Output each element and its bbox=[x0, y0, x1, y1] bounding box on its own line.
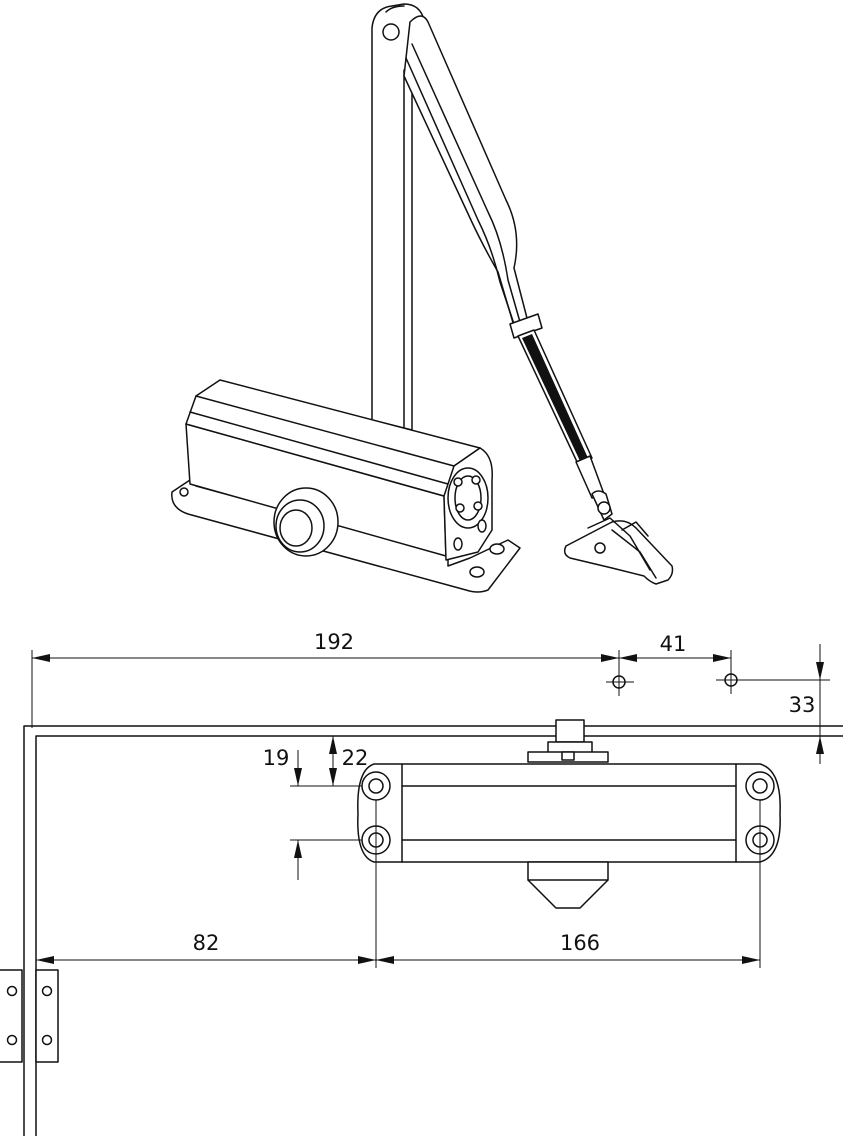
dimension-label-166: 166 bbox=[560, 931, 600, 955]
threaded-rod bbox=[517, 329, 605, 499]
dimension-166: 166 bbox=[376, 800, 761, 968]
forearm-link bbox=[403, 15, 543, 339]
closer-body-top-view bbox=[357, 763, 781, 909]
arm-bracket-top-view bbox=[527, 719, 609, 763]
dimension-label-33: 33 bbox=[789, 693, 816, 717]
dimension-label-22: 22 bbox=[342, 746, 369, 770]
dimension-82: 82 bbox=[36, 800, 377, 968]
door-closer-perspective-view bbox=[171, 3, 674, 593]
dimension-label-82: 82 bbox=[193, 931, 220, 955]
dimension-33: 33 bbox=[736, 644, 830, 764]
arm-mount-holes bbox=[606, 666, 746, 696]
dimension-label-192: 192 bbox=[314, 630, 354, 654]
door-bracket bbox=[563, 490, 674, 585]
door-frame bbox=[0, 725, 843, 1136]
dimension-19-22: 19 22 bbox=[263, 736, 369, 880]
dimension-192: 192 bbox=[31, 630, 619, 728]
dimension-label-41: 41 bbox=[660, 632, 687, 656]
closer-body bbox=[171, 379, 521, 593]
dimension-41: 41 bbox=[618, 632, 732, 668]
dimension-label-19: 19 bbox=[263, 746, 290, 770]
